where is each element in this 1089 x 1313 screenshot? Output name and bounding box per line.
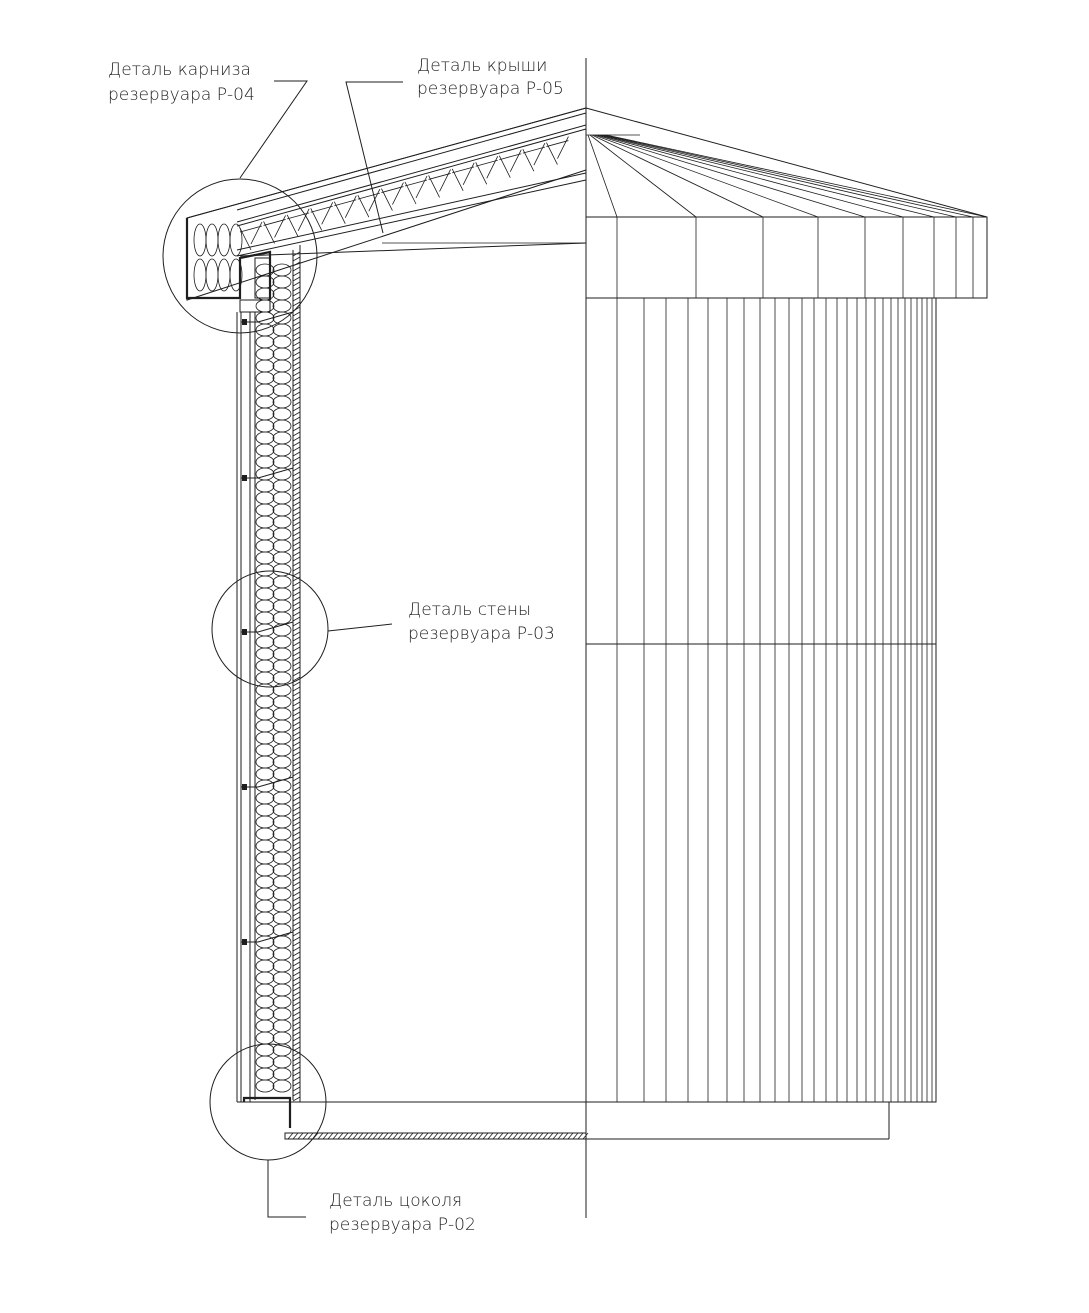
eave-leader [239,80,308,179]
base-hatch [287,1132,589,1140]
roof-callout-line1: Деталь крыши [417,56,548,76]
wall-callout-line2: резервуара Р-03 [408,624,555,644]
roof-leader [345,81,403,234]
roof-section [186,107,587,301]
wall-leader [327,623,393,632]
wall-brackets [241,311,294,945]
eave-detail-circle[interactable] [162,178,318,334]
wall-callout-line1: Деталь стены [408,600,531,620]
base-callout-line1: Деталь цоколя [329,1191,463,1211]
roof-callout-line2: резервуара Р-05 [417,79,564,99]
wall-elevation [586,297,937,1103]
eave-callout-line2: резервуара Р-04 [108,85,255,105]
wall-section [236,245,586,1103]
roof-insulation [239,136,569,251]
wall-detail-circle[interactable] [211,570,329,688]
eave-insulation [193,223,243,292]
eave-callout-line1: Деталь карниза [108,60,251,80]
wall-hatch [292,251,301,1102]
base-detail [242,1096,890,1140]
roof-elevation [585,107,988,299]
base-callout-line2: резервуара Р-02 [329,1215,476,1235]
wall-insulation [255,263,292,1093]
base-leader [267,1160,306,1218]
